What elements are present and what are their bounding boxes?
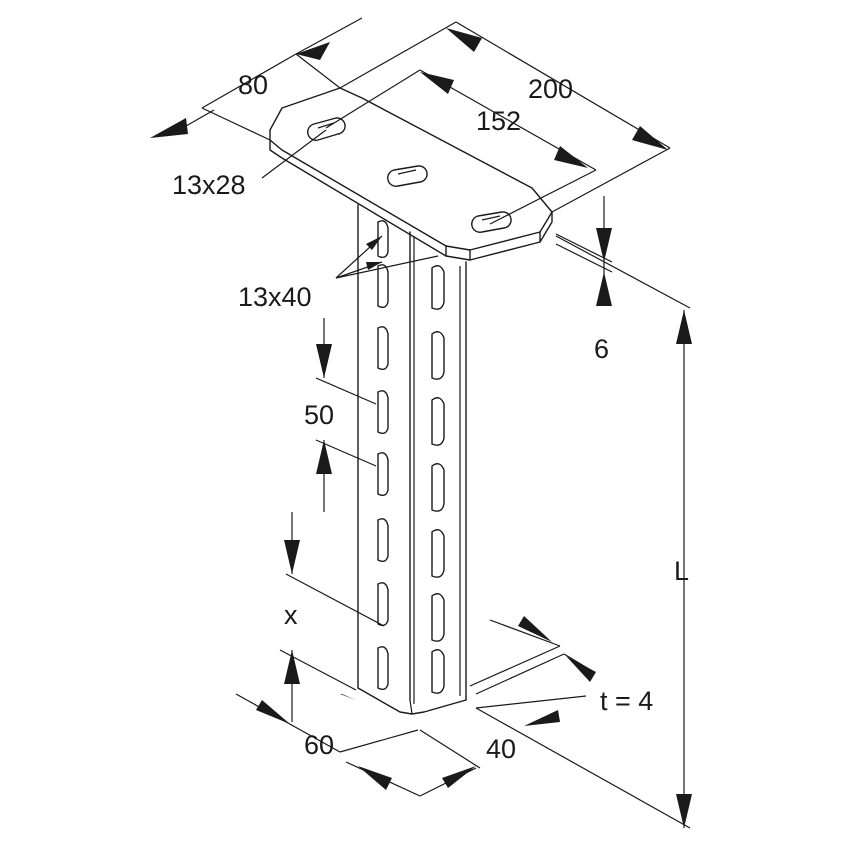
dim-hole-pitch: 50: [304, 318, 377, 512]
dim-plate-width: 200: [339, 21, 671, 213]
front-face-holes: [431, 265, 445, 694]
label-hole-spacing: 152: [476, 106, 521, 136]
label-profile-depth: 40: [486, 734, 516, 764]
label-column-hole: 13x40: [238, 282, 312, 312]
label-end-offset: x: [284, 600, 298, 630]
plate-slot-left: [307, 117, 346, 141]
dim-profile-depth: 40: [345, 695, 587, 797]
label-plate-thickness: 6: [594, 334, 609, 364]
dim-profile-width: 60: [235, 693, 419, 760]
plate-slot-right: [471, 211, 512, 233]
dim-end-offset: x: [279, 512, 385, 722]
dim-plate-depth: 80: [150, 17, 363, 141]
label-hole-pitch: 50: [304, 400, 334, 430]
dim-plate-thickness: 6: [555, 196, 613, 364]
label-plate-width: 200: [528, 74, 573, 104]
label-length: L: [674, 556, 689, 586]
label-plate-depth: 80: [238, 70, 268, 100]
label-wall-thickness: t = 4: [600, 686, 653, 716]
left-face-holes: [377, 220, 389, 691]
label-profile-width: 60: [304, 730, 334, 760]
dim-length: L: [475, 235, 692, 829]
dim-plate-hole: 13x28: [172, 129, 327, 200]
label-plate-hole: 13x28: [172, 170, 246, 200]
plate-slot-middle: [387, 165, 428, 187]
column-profile: [357, 204, 467, 715]
dim-wall-thickness: t = 4: [469, 616, 653, 716]
dim-hole-spacing: 152: [325, 69, 597, 225]
dim-column-hole: 13x40: [238, 235, 439, 312]
top-plate: [269, 87, 553, 261]
